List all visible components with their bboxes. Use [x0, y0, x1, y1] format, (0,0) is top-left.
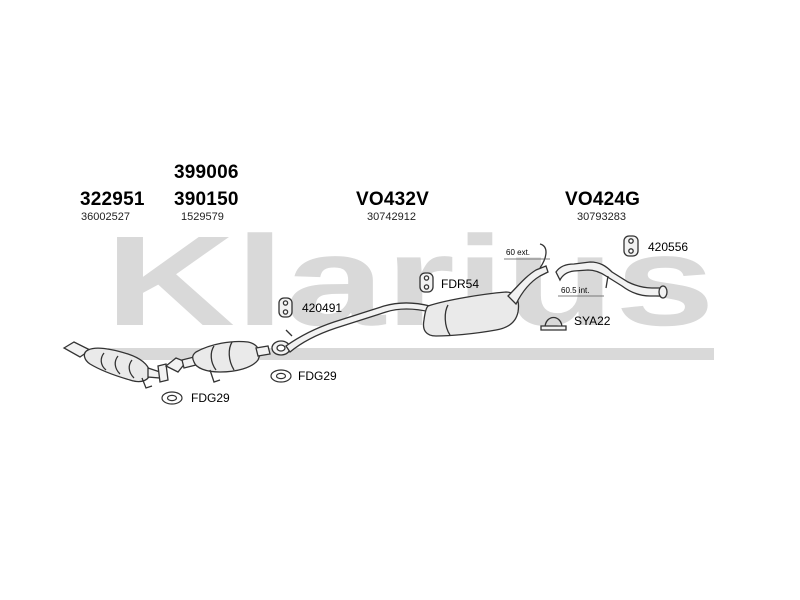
oe-number-30793283: 30793283: [577, 211, 626, 223]
oe-number-1529579: 1529579: [181, 211, 224, 223]
accessory-label-fdg29-low[interactable]: FDG29: [191, 391, 230, 405]
oe-number-30742912: 30742912: [367, 211, 416, 223]
watermark-text: Klarius: [105, 210, 715, 353]
accessory-label-fdr54[interactable]: FDR54: [441, 277, 480, 291]
dimension-note-ext: 60 ext.: [506, 248, 531, 257]
gasket-low-inner: [166, 394, 178, 402]
oe-number-36002527: 36002527: [81, 211, 130, 223]
accessory-label-420491[interactable]: 420491: [302, 301, 343, 315]
clamp-sya22-ubolt: [544, 316, 563, 329]
rubber-hanger-420556-icon[interactable]: [623, 235, 639, 257]
part-number-vo424g[interactable]: VO424G: [565, 189, 641, 210]
clamp-sya22-saddle: [540, 325, 567, 331]
rubber-hanger-fdr54-icon[interactable]: [419, 272, 434, 293]
center-cat-rib-1: [210, 345, 217, 371]
front-cat-sensor: [141, 377, 153, 389]
accessory-label-fdg29-mid[interactable]: FDG29: [298, 369, 337, 383]
accessory-label-420556[interactable]: 420556: [648, 240, 689, 254]
clamp-sya22-icon[interactable]: [540, 316, 567, 331]
front-cat-body: [83, 347, 151, 383]
silencer-outlet-pipe: [507, 265, 549, 306]
front-cat-rib-3: [128, 359, 135, 379]
klarius-watermark: Klarius: [105, 210, 715, 360]
hanger-420556-hole-top: [628, 238, 634, 244]
center-cat-body: [192, 340, 261, 373]
rear-pipe-end: [658, 285, 668, 299]
part-number-vo432v[interactable]: VO432V: [356, 189, 430, 210]
hanger-420491-outer: [278, 297, 293, 318]
part-number-322951[interactable]: 322951: [80, 189, 145, 210]
hanger-420556-hole-bottom: [628, 248, 634, 254]
hanger-420556-outer: [623, 235, 639, 257]
flange-hole: [276, 344, 286, 352]
silencer-seam: [444, 304, 451, 336]
center-catalytic-converter[interactable]: [164, 340, 271, 383]
hanger-420491-hole-top: [282, 300, 289, 306]
middle-silencer-body: [422, 291, 520, 337]
rubber-hanger-420491-icon[interactable]: [278, 297, 293, 318]
center-cat-rib-2: [228, 341, 235, 371]
mid-pipe-bracket: [285, 329, 293, 337]
front-catalytic-converter[interactable]: [62, 341, 169, 389]
part-number-399006[interactable]: 399006: [174, 162, 239, 183]
hanger-fdr54-hole-top: [423, 275, 430, 281]
rear-pipe-hanger: [605, 275, 609, 289]
front-cat-rib-1: [100, 352, 107, 371]
part-number-390150[interactable]: 390150: [174, 189, 239, 210]
dimension-markers: [504, 258, 604, 297]
hanger-420491-hole-bottom: [282, 309, 289, 315]
rear-tailpipe[interactable]: [555, 261, 668, 299]
gasket-fdg29-mid-icon[interactable]: [270, 369, 292, 383]
gasket-mid-inner: [275, 372, 287, 380]
front-cat-rib-2: [114, 355, 121, 375]
front-cat-outlet-flange: [157, 363, 169, 383]
gasket-fdg29-low-icon[interactable]: [161, 391, 183, 405]
center-cat-sensor: [209, 369, 221, 383]
middle-silencer-pipe[interactable]: [285, 243, 549, 353]
silencer-hanger: [539, 243, 547, 269]
center-cat-outlet-pipe: [255, 345, 271, 357]
hanger-fdr54-outer: [419, 272, 434, 293]
dimension-note-int: 60.5 int.: [561, 286, 590, 295]
hanger-fdr54-hole-bottom: [423, 284, 430, 290]
accessory-label-sya22[interactable]: SYA22: [574, 314, 611, 328]
